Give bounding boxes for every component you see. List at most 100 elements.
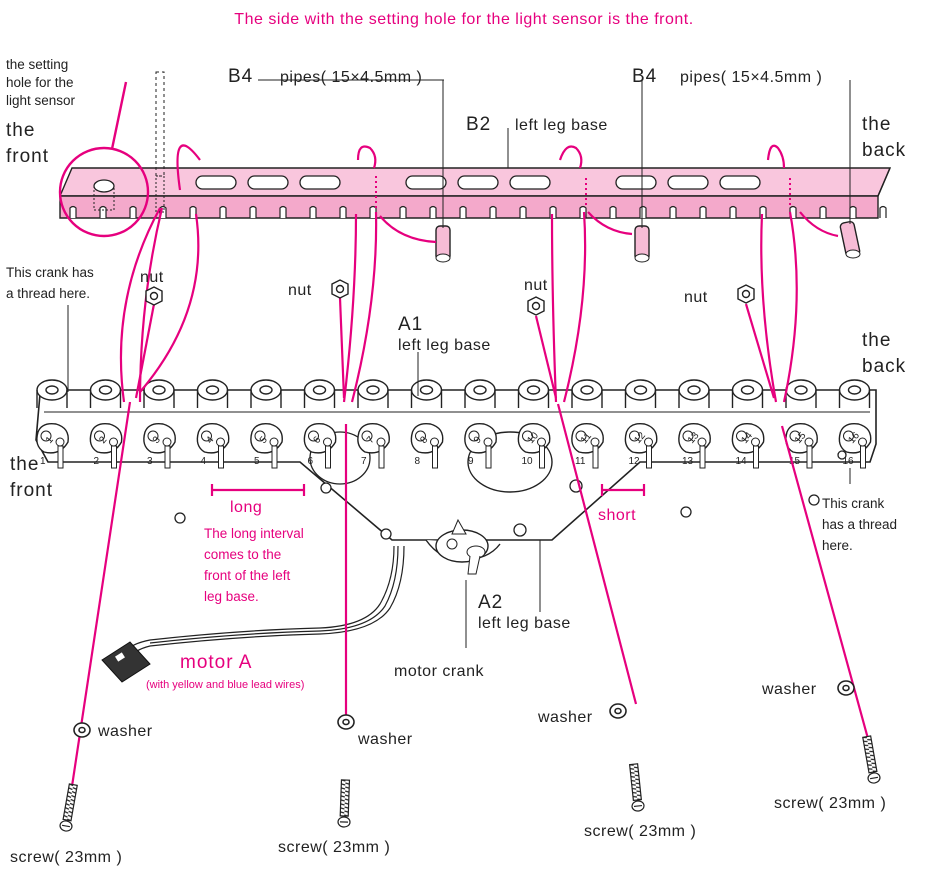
screw-parts [59,735,881,832]
nut-label-1: nut [140,269,164,286]
crank-4: 44 [196,422,230,469]
short-label: short [598,507,636,524]
motor-a [425,518,501,575]
crank-5: 55 [250,422,283,469]
setting-hole-label: the setting hole for the light sensor [6,57,76,108]
crank-position-number: 3 [147,456,153,467]
crank-position-number: 12 [629,456,641,467]
crank-position-number: 15 [789,456,801,467]
crank-number: 5 [258,434,270,446]
screw-label-1: screw( 23mm ) [10,849,122,866]
crank-6: 66 [303,422,337,469]
b4-right-code: B4 [632,66,657,87]
crank-position-number: 11 [575,456,586,467]
crank-position-number: 14 [736,456,748,467]
nut-label-3: nut [524,277,548,294]
b4-pipe-middle [634,225,650,263]
crank-number: 7 [365,434,377,446]
b4-left-code: B4 [228,66,253,87]
motor-crank-label: motor crank [394,663,484,680]
crank-position-number: 13 [682,456,694,467]
screw-label-4: screw( 23mm ) [774,795,886,812]
b4-left-label: pipes( 15×4.5mm ) [280,69,422,86]
b4-pipe-left [435,225,451,263]
b2-label: left leg base [515,117,608,134]
b2-leg-base-part [58,167,892,219]
back-top-label-1: the [862,114,891,135]
crank-thread-left-1: This crank has [6,265,94,280]
back-top-label-2: back [862,140,906,161]
crank-position-number: 1 [40,456,46,467]
svg-text:leg base.: leg base. [204,589,259,604]
crank-position-number: 2 [94,456,100,467]
svg-text:light sensor: light sensor [6,93,76,108]
crank-1: 11 [36,422,69,469]
sensor-hole-highlight [58,146,150,238]
crank-number: 6 [311,434,323,446]
svg-text:the setting: the setting [6,57,68,72]
crank-thread-right-label: This crank has a thread here. [822,496,897,553]
b4-right-label: pipes( 15×4.5mm ) [680,69,822,86]
crank-3: 33 [143,422,176,469]
washer-parts [73,680,855,738]
motor-a-label: motor A [180,652,252,673]
crank-7: 77 [357,422,390,469]
nut-label-4: nut [684,289,708,306]
screw-label-3: screw( 23mm ) [584,823,696,840]
front-top-label-1: the [6,120,35,141]
motor-a-note: (with yellow and blue lead wires) [146,679,304,691]
crank-position-number: 16 [843,456,855,467]
washer-label-4: washer [761,681,817,698]
b2-code: B2 [466,114,491,135]
a1-code: A1 [398,314,423,335]
crank-position-number: 10 [522,456,534,467]
crank-number: 9 [472,434,484,446]
svg-text:front of the left: front of the left [204,568,291,583]
crank-position-number: 8 [415,456,421,467]
motor-connector [101,641,151,683]
back-bottom-label-2: back [862,356,906,377]
a1-leg-base-part: 1122334455667788991010111112121313141415… [35,379,877,541]
crank-2: 22 [89,422,123,469]
crank-thread-left-2: a thread here. [6,286,90,301]
svg-text:hole for the: hole for the [6,75,74,90]
crank-position-number: 6 [308,456,314,467]
back-bottom-label-1: the [862,330,891,351]
svg-text:here.: here. [822,538,853,553]
crank-number: 2 [97,434,109,446]
assembly-guide-lines [64,144,872,827]
a2-label: left leg base [478,615,571,632]
svg-text:has a thread: has a thread [822,517,897,532]
crank-8: 88 [410,422,444,469]
long-interval-note: The long interval comes to the front of … [204,526,304,604]
crank-position-number: 4 [201,456,207,467]
washer-label-2: washer [357,731,413,748]
b4-pipe-right [839,220,861,259]
front-top-label-2: front [6,146,49,167]
crank-number: 8 [418,434,430,446]
crank-9: 99 [464,422,497,469]
crank-position-number: 5 [254,456,260,467]
crank-position-number: 7 [361,456,367,467]
a2-code: A2 [478,592,503,613]
front-bottom-label-1: the [10,454,39,475]
crank-number: 3 [151,434,163,446]
motor-lead-wires [125,545,405,659]
crank-number: 1 [44,434,56,446]
svg-text:The long interval: The long interval [204,526,304,541]
nut-label-2: nut [288,282,312,299]
front-side-note: The side with the setting hole for the l… [234,11,693,28]
svg-text:This crank: This crank [822,496,885,511]
crank-position-number: 9 [468,456,474,467]
front-bottom-label-2: front [10,480,53,501]
svg-text:comes to the: comes to the [204,547,281,562]
washer-label-1: washer [97,723,153,740]
a1-label: left leg base [398,337,491,354]
